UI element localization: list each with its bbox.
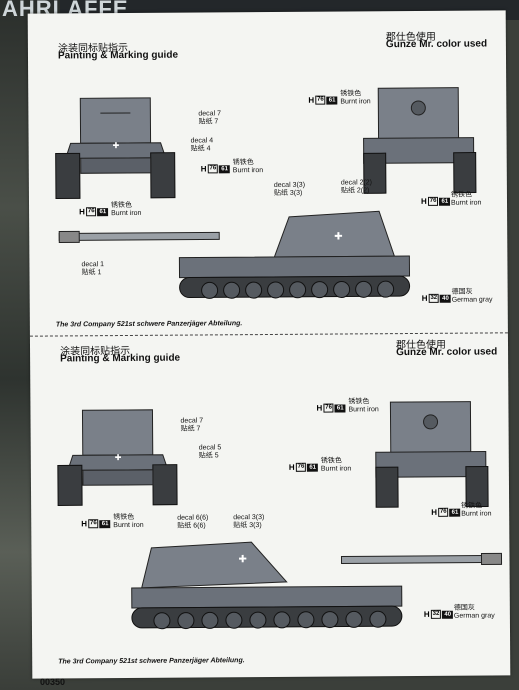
label-decal-3-3-cn: 贴纸 3(3) [233,522,262,530]
paint-name-cn: 锈铁色 [461,502,483,510]
paint-name-en: German gray [453,612,495,620]
paint-name-cn: 德国灰 [453,604,475,612]
paint-name-en: German gray [451,296,493,304]
panel-1: 涂装同标贴指示 Painting & Marking guide 郡仕色使用 G… [28,10,506,328]
front-view-drawing: ✚ [55,97,176,199]
side-view-drawing: ✚ [131,541,503,630]
label-decal-3-3: decal 3(3) [273,181,306,189]
svg-text:✚: ✚ [334,231,342,242]
paint-name-cn: 锈铁色 [113,513,135,522]
svg-text:✚: ✚ [115,453,122,462]
paint-header-en: Gunze Mr. color used [385,38,488,51]
paint-name-en: Burnt iron [348,406,379,414]
label-decal-3-3: decal 3(3) [233,514,265,522]
panel-2: 涂装同标贴指示 Painting & Marking guide 郡仕色使用 G… [28,10,506,665]
paint-name-en: Burnt iron [320,465,352,473]
header-en: Painting & Marking guide [60,352,181,365]
rear-view-drawing [363,87,477,194]
footer-code: 00350 [40,677,66,687]
label-decal-7-cn: 贴纸 7 [180,425,201,433]
label-decal-7: decal 7 [198,110,221,118]
paint-name-en: Burnt iron [461,510,492,518]
paint-name-cn: 锈铁色 [320,457,342,465]
label-decal-7: decal 7 [180,417,204,425]
label-decal-1-cn: 贴纸 1 [81,269,102,277]
paint-name-cn: 锈铁色 [232,159,254,167]
label-decal-2-2: decal 2(2) [340,179,373,187]
label-decal-4-cn: 贴纸 4 [190,145,211,153]
instruction-sheet: 涂装同标贴指示 Painting & Marking guide 郡仕色使用 G… [27,10,511,679]
paint-header-en: Gunze Mr. color used [396,346,498,359]
rear-view-drawing [375,401,489,508]
side-view-drawing: ✚ [58,210,411,299]
label-decal-6-6-cn: 贴纸 6(6) [177,522,206,530]
front-view-drawing: ✚ [57,409,178,506]
paint-name-en: Burnt iron [113,521,144,530]
paint-name-en: Burnt iron [450,199,482,207]
paint-name-cn: 锈铁色 [450,191,472,199]
paint-name-en: Burnt iron [340,98,371,106]
label-decal-5-cn: 贴纸 5 [198,452,219,460]
svg-text:✚: ✚ [238,554,246,565]
label-decal-7-cn: 贴纸 7 [198,118,219,126]
paint-name-cn: 德国灰 [451,288,473,296]
paint-name-cn: 锈铁色 [340,90,362,98]
label-decal-3-3-cn: 贴纸 3(3) [273,189,303,197]
caption: The 3rd Company 521st schwere Panzerjäge… [55,320,243,329]
svg-text:✚: ✚ [113,141,120,150]
caption: The 3rd Company 521st schwere Panzerjäge… [58,657,245,666]
header-en: Painting & Marking guide [57,49,179,62]
label-decal-1: decal 1 [81,261,105,269]
label-decal-6-6: decal 6(6) [177,514,209,522]
label-decal-2-2-cn: 贴纸 2(2) [340,187,370,195]
label-decal-5: decal 5 [198,444,222,452]
paint-name-en: Burnt iron [232,167,264,175]
label-decal-4: decal 4 [190,137,214,145]
paint-name-cn: 锈铁色 [348,398,370,406]
